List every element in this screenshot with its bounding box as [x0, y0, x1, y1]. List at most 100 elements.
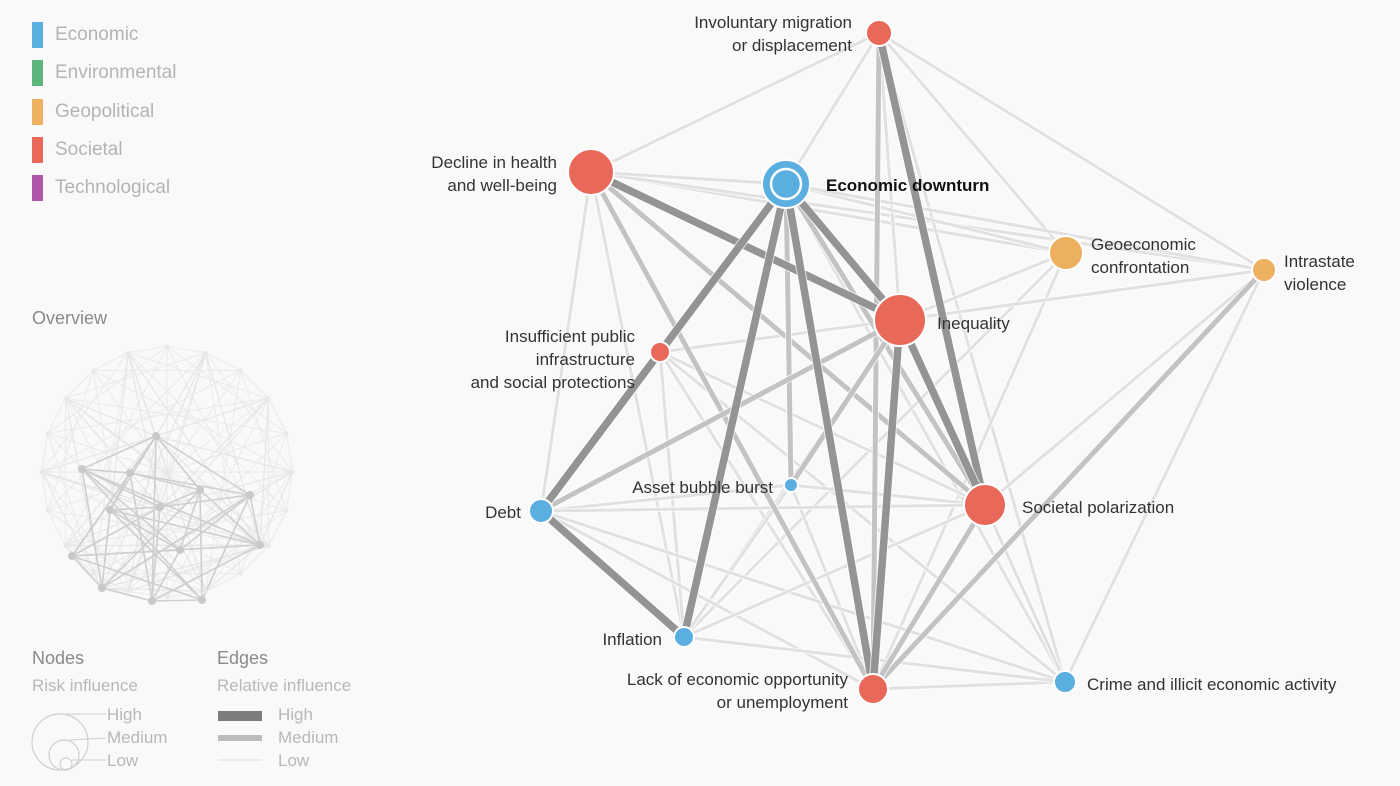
overview-edge — [249, 494, 261, 546]
node-label-crime[interactable]: Crime and illicit economic activity — [1087, 675, 1337, 694]
overview-edge — [240, 433, 287, 574]
edge-infrastructure-inflation — [658, 351, 686, 638]
edge-inequality-bubble — [788, 318, 903, 487]
environmental-swatch-icon — [32, 60, 43, 87]
edge-downturn-intrastate — [785, 182, 1265, 272]
overview-edge — [259, 398, 270, 546]
edge-migration-crime — [877, 32, 1067, 683]
edges-key-subtitle: Relative influence — [217, 676, 352, 695]
edge-intrastate-unemployment — [871, 268, 1266, 691]
node-crime[interactable] — [1053, 670, 1077, 694]
overview-edge — [151, 435, 157, 602]
overview-edge — [205, 370, 242, 592]
overview-edge — [205, 544, 261, 592]
node-label-line: Inequality — [937, 314, 1010, 333]
overview-node — [78, 465, 86, 473]
legend-label: Geopolitical — [55, 100, 155, 122]
legend-item-economic[interactable]: Economic — [32, 16, 176, 54]
overview-node — [45, 508, 50, 513]
overview-node — [203, 589, 208, 594]
edge-debt-polarization — [540, 503, 986, 513]
overview-edge — [40, 471, 49, 511]
overview-edge — [159, 352, 207, 508]
node-health[interactable] — [567, 148, 615, 196]
overview-edge — [128, 352, 269, 399]
legend-label: Societal — [55, 139, 123, 161]
node-label-line: and social protections — [471, 373, 635, 392]
overview-edge — [81, 468, 203, 601]
overview-edge — [128, 345, 168, 354]
node-label-line: infrastructure — [536, 350, 635, 369]
edge-health-inequality — [589, 168, 902, 324]
node-label-inequality[interactable]: Inequality — [937, 314, 1010, 333]
edge-inequality-polarization — [896, 318, 989, 507]
node-label-line: Decline in health — [431, 153, 557, 172]
node-label-downturn[interactable]: Economic downturn — [826, 176, 989, 195]
node-label-line: or displacement — [732, 36, 852, 55]
nodes-key-title: Nodes — [32, 648, 85, 668]
overview-node — [91, 571, 96, 576]
edge-polarization-crime — [983, 504, 1067, 683]
overview-node — [196, 486, 204, 494]
legend-item-geopolitical[interactable]: Geopolitical — [32, 93, 176, 131]
node-label-line: Asset bubble burst — [632, 478, 773, 497]
overview-edge — [101, 587, 153, 602]
node-polarization[interactable] — [963, 483, 1007, 527]
edge-key-low: Low — [278, 751, 310, 770]
overview-edge — [159, 397, 269, 508]
node-label-line: violence — [1284, 275, 1346, 294]
edge-geoeconomic-inequality — [899, 251, 1067, 322]
overview-edge — [159, 506, 269, 547]
category-legend: Economic Environmental Geopolitical Soci… — [32, 16, 176, 207]
node-infrastructure[interactable] — [649, 341, 671, 363]
overview-edge — [65, 397, 261, 546]
edge-infrastructure-polarization — [659, 350, 986, 507]
overview-edge — [127, 352, 157, 437]
edge-health-downturn — [590, 170, 787, 186]
overview-edge — [159, 489, 201, 508]
node-bubble[interactable] — [783, 477, 799, 493]
overview-edge — [47, 352, 207, 512]
edge-health-inflation — [589, 171, 686, 638]
overview-edge — [129, 472, 153, 602]
node-unemployment[interactable] — [857, 673, 889, 705]
node-debt[interactable] — [528, 498, 554, 524]
overview-edge — [47, 432, 207, 592]
overview-edge — [155, 435, 251, 496]
edge-intrastate-crime — [1063, 269, 1266, 683]
overview-edge — [205, 352, 261, 546]
nodes-key-subtitle: Risk influence — [32, 676, 138, 695]
overview-node — [126, 350, 131, 355]
legend-item-environmental[interactable]: Environmental — [32, 54, 176, 92]
overview-minimap[interactable] — [30, 335, 305, 610]
edge-debt-crime — [540, 509, 1066, 684]
node-label-line: Lack of economic opportunity — [627, 670, 849, 689]
legend-item-technological[interactable]: Technological — [32, 169, 176, 207]
edge-infrastructure-crime — [659, 350, 1066, 684]
node-label-bubble[interactable]: Asset bubble burst — [632, 478, 773, 497]
node-label-debt[interactable]: Debt — [485, 503, 521, 522]
overview-node — [266, 543, 271, 548]
edge-debt-inflation — [538, 508, 687, 640]
overview-edge — [71, 506, 161, 557]
node-migration[interactable] — [865, 19, 893, 47]
node-label-polarization[interactable]: Societal polarization — [1022, 498, 1174, 517]
node-label-inflation[interactable]: Inflation — [602, 630, 662, 649]
node-inflation[interactable] — [673, 626, 695, 648]
node-inequality[interactable] — [873, 293, 927, 347]
node-downturn[interactable] — [769, 167, 803, 201]
node-label-line: Geoeconomic — [1091, 235, 1196, 254]
legend-item-societal[interactable]: Societal — [32, 131, 176, 169]
overview-node — [126, 589, 131, 594]
node-intrastate[interactable] — [1251, 257, 1277, 283]
edge-downturn-crime — [784, 183, 1067, 683]
node-geoeconomic[interactable] — [1048, 235, 1084, 271]
